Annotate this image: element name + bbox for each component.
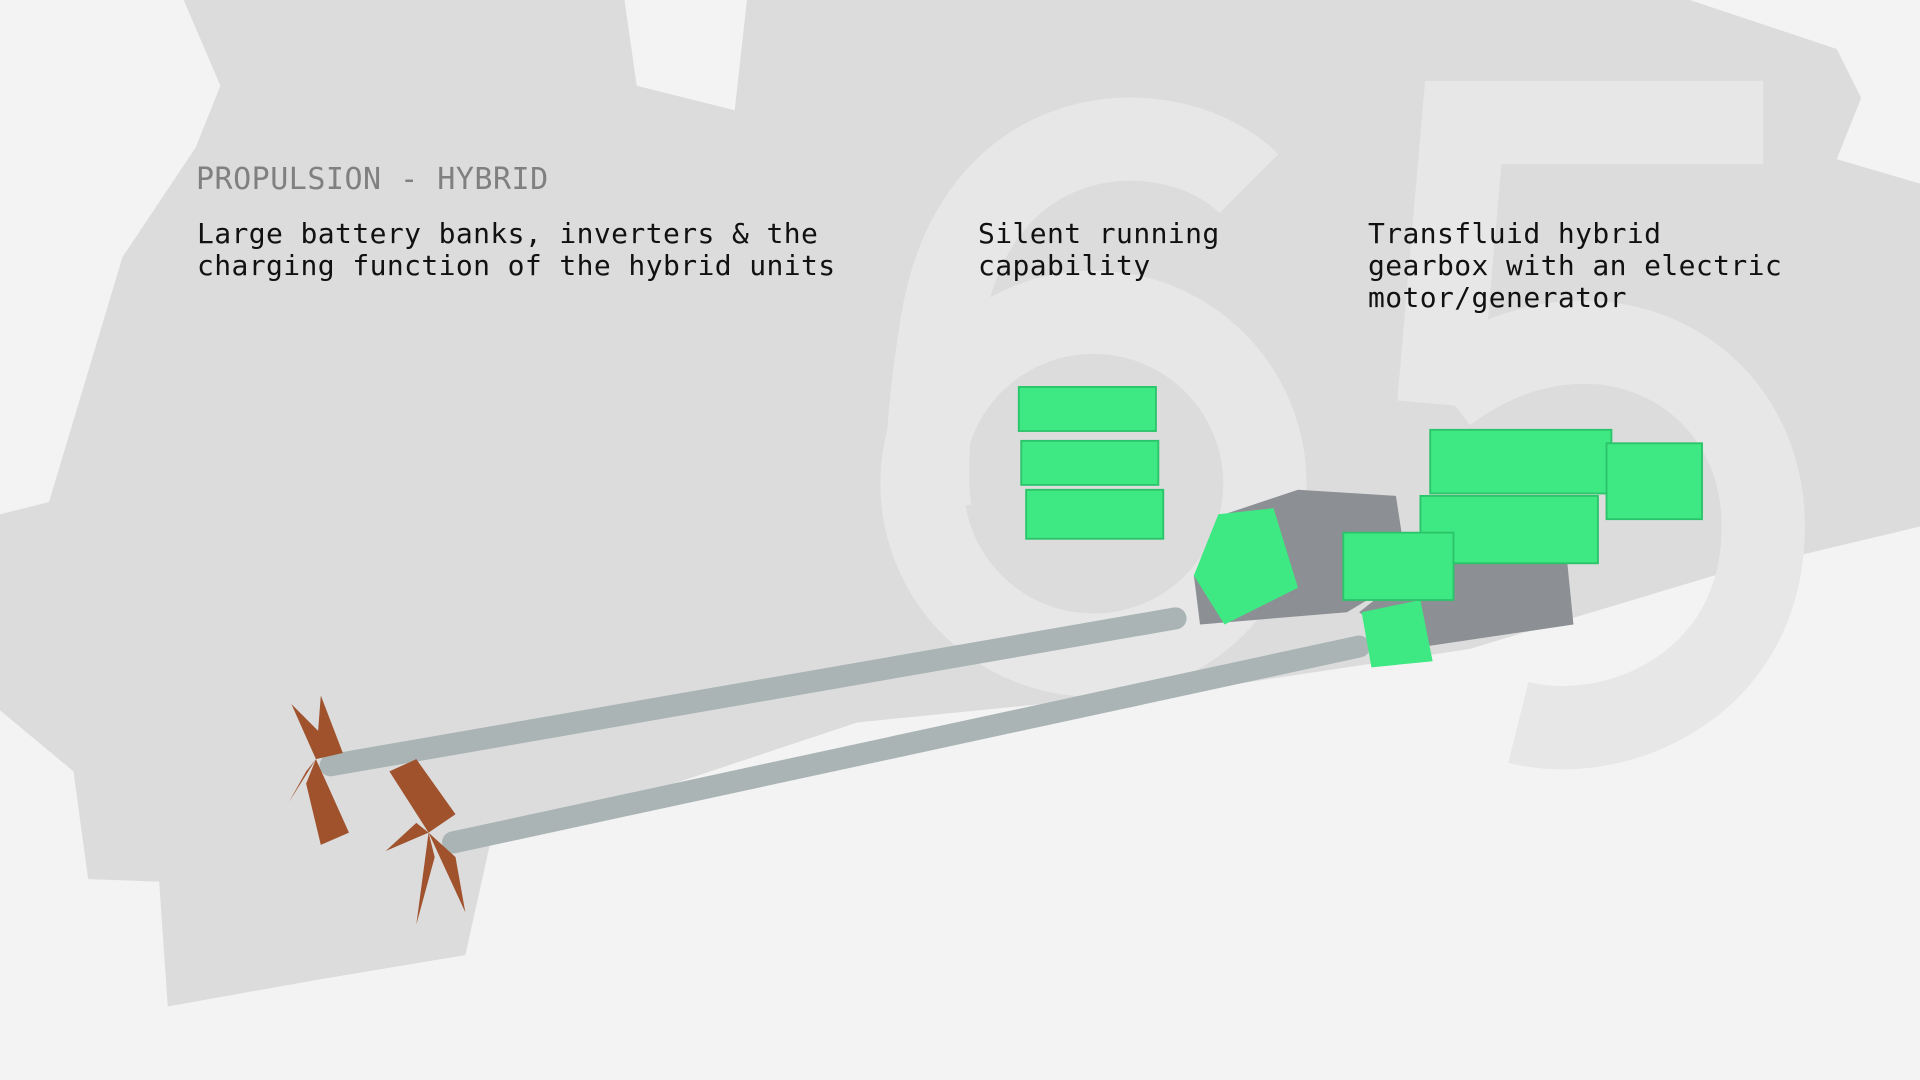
feature-hybrid-gearbox: Transfluid hybrid gearbox with an electr… — [1368, 217, 1783, 314]
feature-silent-running: Silent running capability — [978, 217, 1220, 282]
feature-battery-banks: Large battery banks, inverters & the cha… — [197, 217, 836, 282]
digit-five-bowl — [1419, 300, 1805, 770]
propeller-upper — [288, 695, 349, 845]
shaft-upper — [319, 607, 1187, 777]
shaft-lower — [442, 635, 1371, 854]
battery-stack-left — [1017, 386, 1165, 540]
digit-five-bar — [1397, 80, 1764, 408]
gearbox-upper — [1193, 508, 1298, 625]
model-number-watermark — [880, 80, 1805, 770]
propeller-lower — [385, 759, 466, 925]
gearbox-lower — [1361, 600, 1433, 668]
battery-stack-right — [1342, 428, 1703, 601]
section-title: PROPULSION - HYBRID — [196, 162, 549, 197]
hull-window — [624, 0, 747, 111]
digit-six-bowl — [880, 270, 1307, 697]
